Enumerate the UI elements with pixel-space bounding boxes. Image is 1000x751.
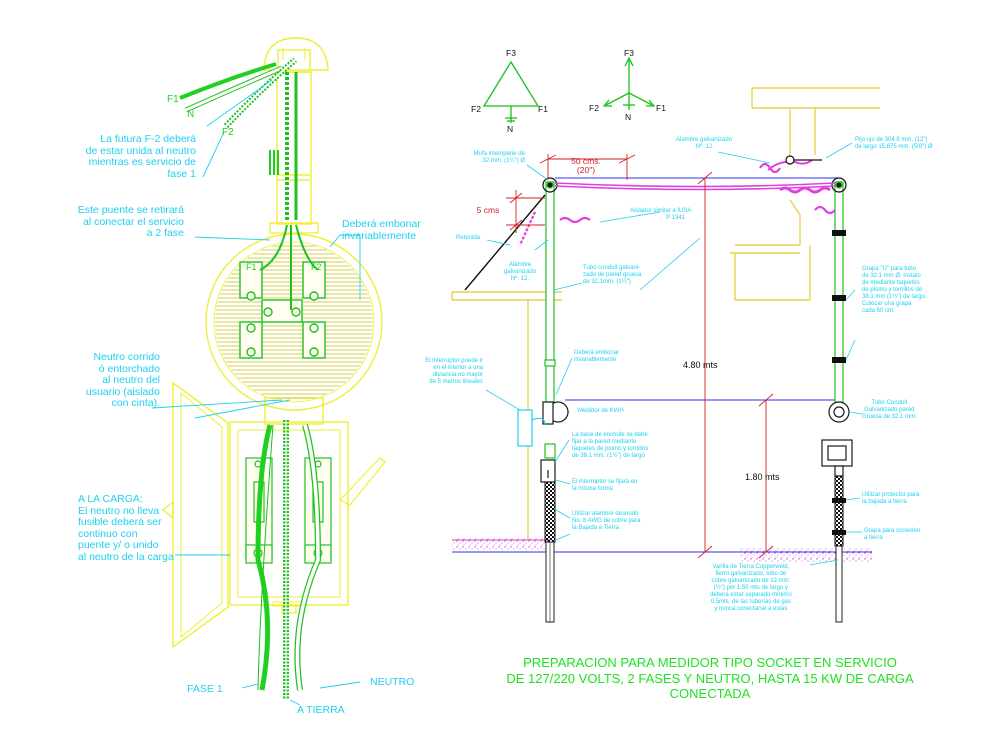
socket-label-f1: F1 [246,262,257,272]
dimension-lines [506,154,774,559]
right-leaders [485,142,863,566]
dim-480: 4.80 mts [683,360,718,370]
delta-f2: F2 [471,104,481,114]
upper-conduit [276,71,312,225]
pin-eye [785,155,822,165]
label-aislador: Aislador similar a IUSA P 1341 [630,208,692,221]
wye-vector-diagram [602,56,656,110]
right-meter [821,401,853,477]
note-bond: Deberá embonar invariablemente [342,218,421,242]
label-alambre-desnudo: Utilizar alambre desnudo No. 8 AWG de co… [572,511,641,531]
label-fase1: FASE 1 [187,683,223,695]
service-drop-wires [518,159,836,246]
delta-f1: F1 [538,104,548,114]
socket-jaws [239,261,326,359]
note-load: A LA CARGA: El neutro no lleva fusible d… [78,493,174,563]
label-embonar: Deberá embonar invariablemente [574,350,620,363]
ground [452,538,872,562]
label-tubo-conduit: Tubo conduit galvani- zado de pared grue… [583,265,642,285]
drawing-title: PREPARACION PARA MEDIDOR TIPO SOCKET EN … [506,655,914,701]
dim-5: 5 cms [476,205,500,215]
right-ground-rod [832,475,846,623]
wye-n: N [625,112,632,122]
right-building [730,87,880,301]
box-door [172,381,229,649]
left-leaders [151,79,361,706]
left-wires [179,57,322,700]
wire-label-n: N [187,109,195,120]
dim-20: (20") [576,165,596,175]
note-bridge: Este puente se retirará al conectar el s… [77,204,184,239]
delta-f3: F3 [506,48,516,58]
guy-wire [464,194,546,291]
label-neutro: NEUTRO [370,676,415,688]
label-grapa-u: Grapa "U" para tubo de 32.1 mm Ø, instal… [862,266,927,314]
wye-f3: F3 [624,48,634,58]
delta-vector-diagram [482,60,540,123]
socket-circle [205,233,383,411]
label-alambre-top: Alambre galvanizado Nº. 12 [676,137,733,150]
label-medidor: Medidor de KWH [578,408,624,414]
label-pijo: Pijo ojo de 304.8 mm. (12") de largo 15.… [855,137,933,150]
label-interruptor-note: El interruptor puede ir en el interior a… [425,358,483,385]
label-interruptor-fija: El interruptor se fijará en la misma for… [572,479,638,492]
label-base-enchufe: La base de enchufe se debe fijar a la pa… [572,432,649,459]
wire-label-f2: F2 [222,127,234,138]
socket-label-f2: F2 [311,262,322,272]
label-varilla: Varilla de Tierra Copperweld, fierro gal… [710,564,792,612]
dim-180: 1.80 mts [745,472,780,482]
wye-f1: F1 [656,103,666,113]
label-retenida: Retenida [456,235,481,241]
label-tubo-conduit-2: Tubo Conduit Galvanizado pared Gruesa de… [862,400,917,420]
wire-label-f1: F1 [167,94,179,105]
note-future-f2: La futura F-2 deberá de estar unida al n… [85,133,196,180]
delta-n: N [507,124,514,134]
wye-f2: F2 [589,103,599,113]
left-meter [517,401,569,483]
label-grapa-conexion: Grapa para conexion a tierra [864,528,921,541]
label-tierra: A TIERRA [297,704,345,716]
dim-50: 50 cms. [571,156,601,166]
left-ground-rod [544,481,556,623]
note-neutral: Neutro corrido ó entorchado al neutro de… [85,351,160,409]
weatherhead-cap [263,37,329,71]
label-mufa: Mufa intemperie de 32 mm. (1¼") Ø [473,151,525,164]
label-alambre-mid: Alambre galvanizado Nº. 12. [504,262,537,282]
label-protector: Utilizar protector para la bajada a tier… [862,492,920,505]
